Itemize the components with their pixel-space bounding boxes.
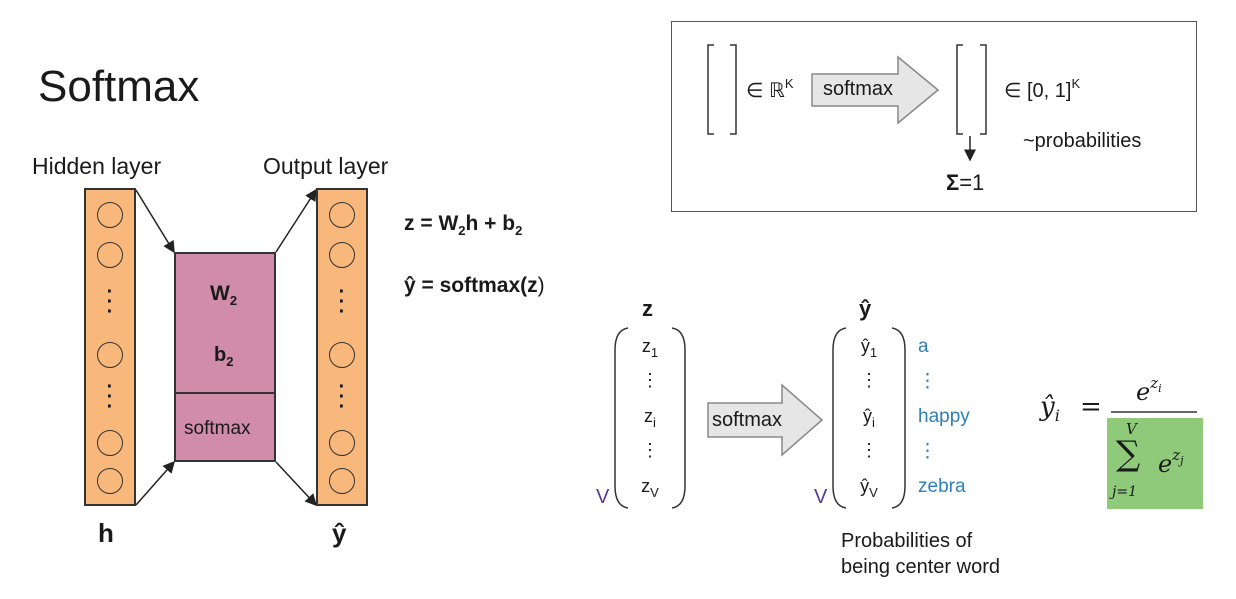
output-ellipsis: ··· — [338, 376, 346, 418]
softmax-block-label: softmax — [184, 418, 251, 439]
sum-upper-limit: V — [1126, 420, 1137, 438]
box-left-bracket-open — [707, 44, 714, 135]
hidden-layer-label: Hidden layer — [32, 153, 162, 179]
y-entry: ⋮ — [860, 440, 878, 460]
vector-softmax-arrow-shape — [707, 383, 824, 457]
sum-lower-limit: j=1 — [1112, 484, 1137, 500]
box-softmax-arrow-label: softmax — [823, 78, 894, 100]
formula-numerator: ezi — [1136, 374, 1162, 406]
caption-line-2: being center word — [841, 556, 1000, 578]
hidden-neuron — [97, 468, 123, 494]
vocabulary-word: ⋮ — [918, 371, 937, 392]
z-entry: z1 — [641, 336, 659, 360]
vocabulary-word: a — [918, 336, 929, 357]
slide-title: Softmax — [38, 62, 200, 111]
output-neuron — [329, 202, 355, 228]
softmax-block: softmax — [174, 394, 276, 462]
vocabulary-word: ⋮ — [918, 441, 937, 462]
output-layer-label: Output layer — [263, 153, 389, 179]
output-ellipsis: ··· — [338, 281, 346, 323]
input-set-label: ∈ ℝK — [746, 76, 794, 102]
z-vector-left-bracket — [614, 327, 629, 509]
y-equation: ŷ = softmax(z) — [404, 274, 545, 297]
y-entry: ⋮ — [860, 370, 878, 390]
hidden-ellipsis: ··· — [106, 281, 114, 323]
hidden-to-matrix-top-line — [135, 189, 175, 254]
denominator-highlight — [1107, 418, 1203, 509]
box-right-bracket-close — [980, 44, 987, 135]
bias-label: b2 — [214, 344, 234, 369]
z-vector-right-bracket — [671, 327, 686, 509]
y-entry: ŷV — [860, 476, 878, 500]
hidden-to-matrix-bottom-line — [135, 460, 175, 506]
output-neuron — [329, 430, 355, 456]
y-vector-left-bracket — [832, 327, 847, 509]
vocabulary-word: happy — [918, 406, 970, 427]
sum-symbol: ∑ — [1116, 434, 1141, 474]
hidden-neuron — [97, 430, 123, 456]
box-softmax-arrow-shape — [811, 55, 940, 125]
yhat-label: ŷ — [332, 518, 347, 548]
hidden-ellipsis: ··· — [106, 376, 114, 418]
z-entry: zi — [644, 406, 656, 430]
h-label: h — [98, 518, 114, 548]
z-entry: ⋮ — [641, 440, 659, 460]
output-layer-column: ··· ··· — [316, 188, 368, 506]
y-vector-right-bracket — [891, 327, 906, 509]
vector-softmax-arrow-label: softmax — [712, 409, 783, 431]
box-left-bracket-close — [730, 44, 737, 135]
box-right-bracket-open — [956, 44, 963, 135]
output-set-label: ∈ [0, 1]K — [1004, 76, 1081, 102]
hidden-neuron — [97, 202, 123, 228]
matrix-to-output-top-line — [275, 188, 317, 253]
hidden-neuron — [97, 342, 123, 368]
vocabulary-word: zebra — [918, 476, 966, 497]
z-entry: ⋮ — [641, 370, 659, 390]
formula-denominator-term: ezj — [1158, 446, 1184, 478]
hidden-layer-column: ··· ··· — [84, 188, 136, 506]
z-vector-size-label: V — [596, 486, 610, 508]
output-neuron — [329, 468, 355, 494]
hidden-neuron — [97, 242, 123, 268]
output-neuron — [329, 342, 355, 368]
z-vector-header: z — [642, 296, 653, 321]
formula-lhs: ŷi — [1040, 392, 1060, 425]
z-entry: zV — [641, 476, 659, 500]
y-entry: ŷi — [863, 406, 875, 430]
probabilities-note: ~probabilities — [1023, 130, 1142, 152]
probabilities-caption: Probabilities of being center word — [841, 528, 1000, 580]
weights-label: W2 — [210, 282, 238, 308]
weights-bias-block: W2 b2 — [174, 252, 276, 394]
sum-equals-one: Σ=1 — [946, 170, 985, 195]
output-neuron — [329, 242, 355, 268]
y-vector-header: ŷ — [859, 296, 872, 321]
matrix-to-output-bottom-line — [275, 461, 318, 507]
z-equation: z = W2h + b2 — [404, 212, 523, 238]
y-entry: ŷ1 — [860, 336, 878, 360]
y-vector-size-label: V — [814, 486, 828, 508]
formula-equals: = — [1080, 392, 1102, 422]
caption-line-1: Probabilities of — [841, 530, 973, 552]
softmax-summary-box — [671, 21, 1197, 212]
